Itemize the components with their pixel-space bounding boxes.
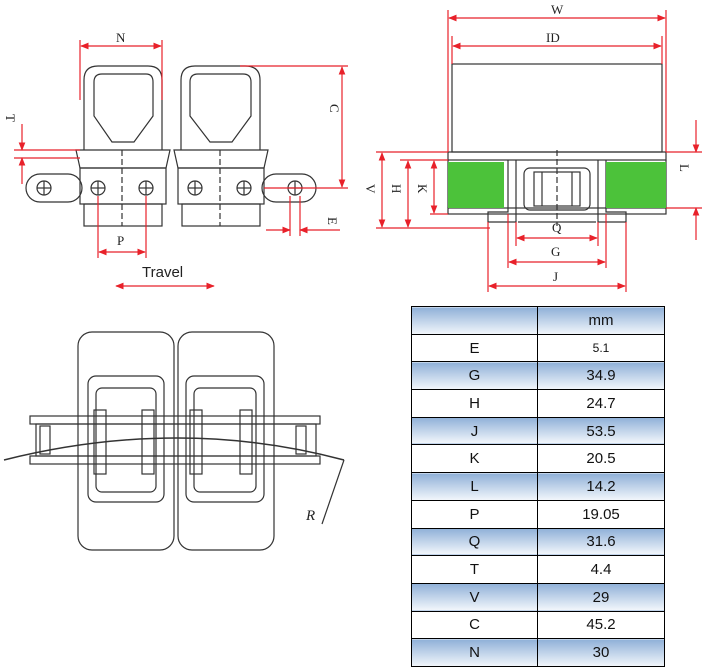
dim-label-T: T [3,114,18,122]
dim-label-G: G [551,244,560,259]
dim-label-H: H [389,184,404,193]
end-view-dimensions [376,10,702,292]
row-key: T [411,555,538,584]
row-value: 5.1 [537,333,665,363]
row-key: C [411,610,538,640]
dim-label-J: J [553,269,558,284]
row-value: 4.4 [537,555,665,584]
row-value: 29 [537,582,665,612]
top-plate-left [83,65,163,150]
end-view [447,63,667,226]
dim-label-K: K [415,184,430,194]
dim-label-ID: ID [546,30,560,45]
row-key: Q [411,527,538,557]
dim-label-R: R [305,508,315,524]
row-key: E [411,333,538,363]
dim-label-C: C [327,104,342,113]
row-value: 31.6 [537,527,665,557]
top-plate-right [180,65,261,150]
travel-label: Travel [142,264,183,281]
dim-label-P: P [117,233,124,248]
row-value: 14.2 [537,472,665,501]
row-value: 20.5 [537,444,665,474]
dim-label-Q: Q [552,220,562,235]
green-pad-left [448,162,504,208]
row-value: 45.2 [537,610,665,640]
row-key: N [411,638,538,667]
green-pad-right [606,162,666,208]
dim-label-E: E [325,217,340,225]
row-key: H [411,389,538,418]
row-value: 24.7 [537,389,665,418]
dim-label-L: L [677,164,692,172]
row-key: G [411,361,538,391]
row-key: J [411,416,538,446]
row-key: V [411,582,538,612]
plan-view [3,331,345,551]
table-header-unit: mm [537,306,665,335]
row-value: 19.05 [537,499,665,529]
row-value: 53.5 [537,416,665,446]
dim-label-N: N [116,30,126,45]
table-header-row: mm [411,306,665,335]
dim-label-W: W [551,2,564,17]
side-view [25,65,317,227]
dim-label-V: V [363,184,378,194]
row-key: K [411,444,538,474]
row-value: 34.9 [537,361,665,391]
row-key: L [411,472,538,501]
row-key: P [411,499,538,529]
row-value: 30 [537,638,665,667]
side-view-dimensions [14,40,348,290]
table-header-key [411,306,538,335]
